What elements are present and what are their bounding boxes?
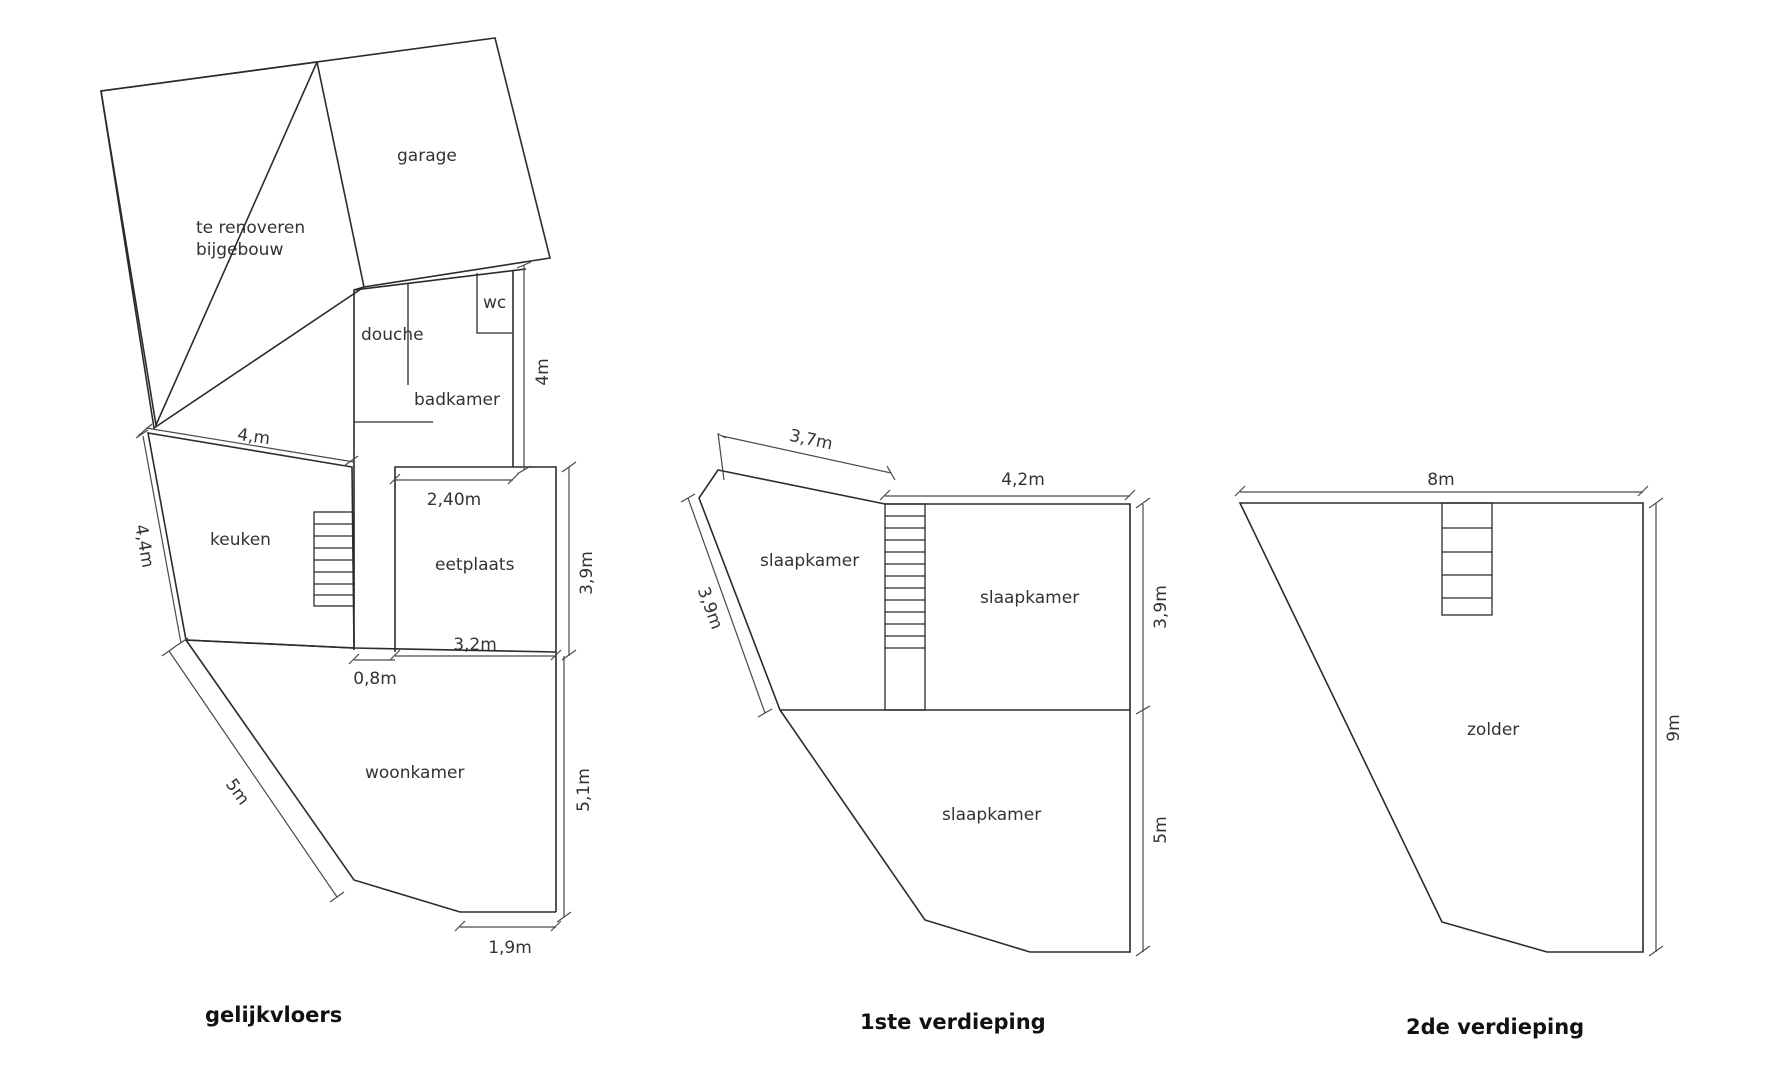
- bathroom-label: badkamer: [414, 390, 500, 410]
- annex-garage-divider: [316, 61, 365, 288]
- garage-label: garage: [397, 146, 457, 166]
- first-floor-title: 1ste verdieping: [860, 1010, 1046, 1034]
- dim-first-right-bottom: 5m: [1151, 816, 1171, 843]
- dim-second-top: 8m: [1427, 470, 1454, 490]
- shower-label: douche: [361, 325, 424, 345]
- ground-stairs: [313, 511, 355, 607]
- wc-label: wc: [483, 293, 506, 313]
- dim-living-diag: 5m: [221, 775, 253, 809]
- dim-living-side: 5,1m: [574, 768, 594, 812]
- ground-stairs-steps: [314, 523, 354, 596]
- dim-bath-height: 4m: [533, 358, 553, 385]
- dim-first-right-top: 3,9m: [1151, 585, 1171, 629]
- living-bottom-wall: [185, 639, 556, 913]
- dining-outline: [394, 466, 557, 912]
- second-stairs: [1441, 502, 1493, 616]
- first-dimension-lines: [680, 432, 1151, 957]
- dim-dining-top: 2,40m: [427, 490, 481, 510]
- ground-dimension-lines: [135, 261, 577, 932]
- dim-first-top-left: 3,7m: [788, 426, 835, 455]
- living-outline: [185, 639, 557, 653]
- first-stairs-steps: [885, 515, 925, 649]
- living-label: woonkamer: [365, 763, 464, 783]
- ground-floor-title: gelijkvloers: [205, 1003, 342, 1027]
- dim-first-top-right: 4,2m: [1001, 470, 1045, 490]
- first-floor-plan: slaapkamer slaapkamer slaapkamer 3,7m 4,…: [680, 426, 1171, 1034]
- bathroom-top-wall: [353, 268, 527, 291]
- dim-dining-side: 3,9m: [577, 551, 597, 595]
- bedroom-2-label: slaapkamer: [980, 588, 1079, 608]
- second-stairs-steps: [1442, 527, 1492, 599]
- bedroom-3-label: slaapkamer: [942, 805, 1041, 825]
- annex-outline-full: [100, 37, 551, 430]
- attic-label: zolder: [1467, 720, 1519, 740]
- dim-second-side: 9m: [1664, 714, 1684, 741]
- dim-corridor: 0,8m: [353, 669, 397, 689]
- dining-label: eetplaats: [435, 555, 515, 575]
- wc-box: [476, 273, 512, 334]
- first-floor-outline: [698, 469, 1131, 953]
- dim-dining-bottom: 3,2m: [453, 635, 497, 655]
- dim-kitchen-top: 4,m: [236, 425, 271, 449]
- second-floor-plan: zolder 8m 9m 2de verdieping: [1234, 470, 1684, 1039]
- annex-label-2: bijgebouw: [196, 240, 283, 260]
- dim-living-bottom: 1,9m: [488, 938, 532, 958]
- second-floor-title: 2de verdieping: [1406, 1015, 1584, 1039]
- dim-kitchen-side: 4,4m: [130, 523, 157, 569]
- bedroom-1-label: slaapkamer: [760, 551, 859, 571]
- kitchen-label: keuken: [210, 530, 271, 550]
- first-stairs: [884, 503, 926, 711]
- ground-floor-plan: te renoveren bijgebouw garage wc douche …: [100, 37, 597, 1027]
- annex-label: te renoveren: [196, 218, 305, 238]
- second-dimension-lines: [1234, 485, 1664, 957]
- attic-outline: [1238, 502, 1644, 953]
